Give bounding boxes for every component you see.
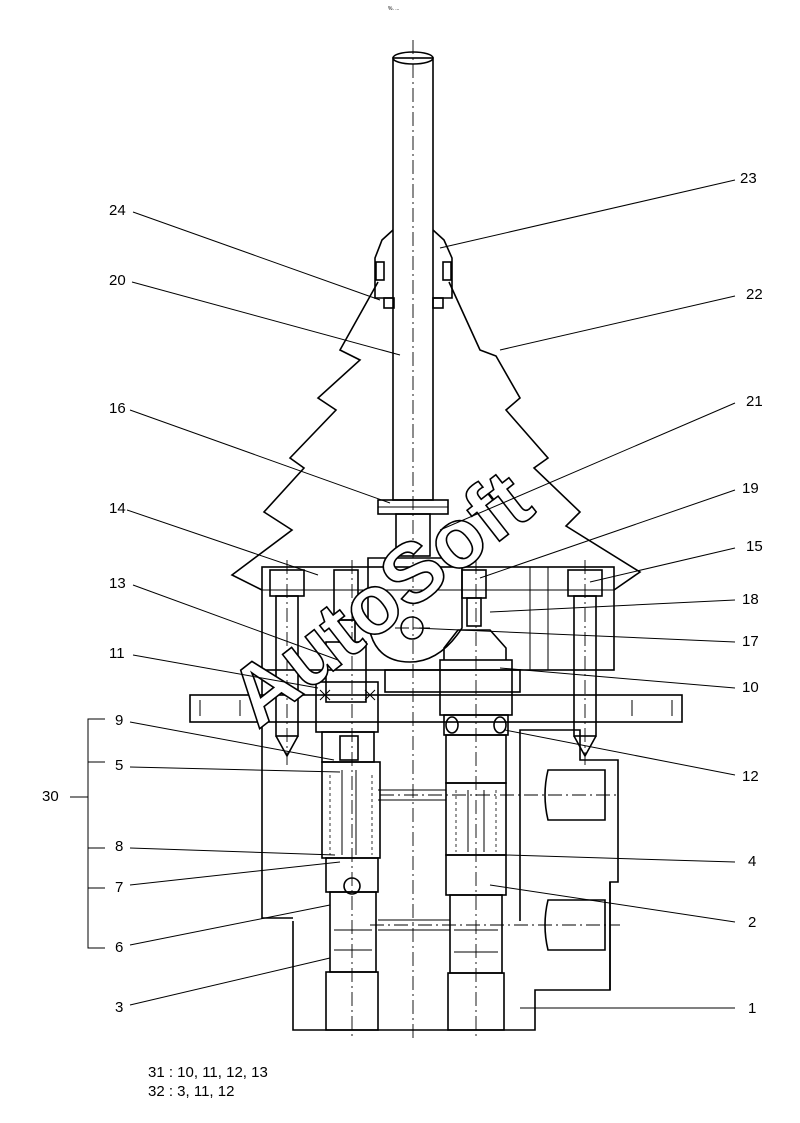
callout-10: 10 bbox=[742, 679, 759, 696]
header-mark: %. ... bbox=[388, 6, 399, 12]
callout-30: 30 bbox=[42, 788, 59, 805]
rubber-boot bbox=[230, 281, 642, 591]
kit-note-32: 32 : 3, 11, 12 bbox=[148, 1083, 234, 1100]
callout-22: 22 bbox=[746, 286, 763, 303]
callout-1: 1 bbox=[748, 1000, 756, 1017]
callout-8: 8 bbox=[115, 838, 123, 855]
callout-12: 12 bbox=[742, 768, 759, 785]
left-cartridge bbox=[315, 560, 381, 1040]
callout-21: 21 bbox=[746, 393, 763, 410]
coupling-joint bbox=[377, 499, 449, 557]
kit-note-31: 31 : 10, 11, 12, 13 bbox=[148, 1064, 268, 1081]
callout-15: 15 bbox=[746, 538, 763, 555]
screw-right bbox=[567, 560, 603, 765]
callout-18: 18 bbox=[742, 591, 759, 608]
callout-23: 23 bbox=[740, 170, 757, 187]
callout-14: 14 bbox=[109, 500, 126, 517]
callout-4: 4 bbox=[748, 853, 756, 870]
callout-24: 24 bbox=[109, 202, 126, 219]
kit-notes: 31 : 10, 11, 12, 13 32 : 3, 11, 12 bbox=[148, 1064, 268, 1100]
callout-6: 6 bbox=[115, 939, 123, 956]
callout-9: 9 bbox=[115, 712, 123, 729]
callout-19: 19 bbox=[742, 480, 759, 497]
screw-left bbox=[269, 560, 305, 765]
callout-20: 20 bbox=[109, 272, 126, 289]
callout-7: 7 bbox=[115, 879, 123, 896]
port-fittings bbox=[370, 769, 620, 951]
callout-11: 11 bbox=[109, 645, 125, 662]
callout-5: 5 bbox=[115, 757, 123, 774]
top-housing-plate bbox=[261, 566, 615, 693]
callout-3: 3 bbox=[115, 999, 123, 1016]
callout-13: 13 bbox=[109, 575, 126, 592]
callout-labels: 24 20 16 14 13 11 9 5 8 7 6 3 30 23 22 2… bbox=[42, 170, 763, 1017]
mounting-flange bbox=[189, 694, 683, 723]
right-cartridge bbox=[439, 560, 513, 1040]
callout-17: 17 bbox=[742, 633, 759, 650]
callout-16: 16 bbox=[109, 400, 126, 417]
callout-2: 2 bbox=[748, 914, 756, 931]
boot-collar bbox=[374, 229, 453, 309]
leader-lines bbox=[70, 179, 736, 1009]
